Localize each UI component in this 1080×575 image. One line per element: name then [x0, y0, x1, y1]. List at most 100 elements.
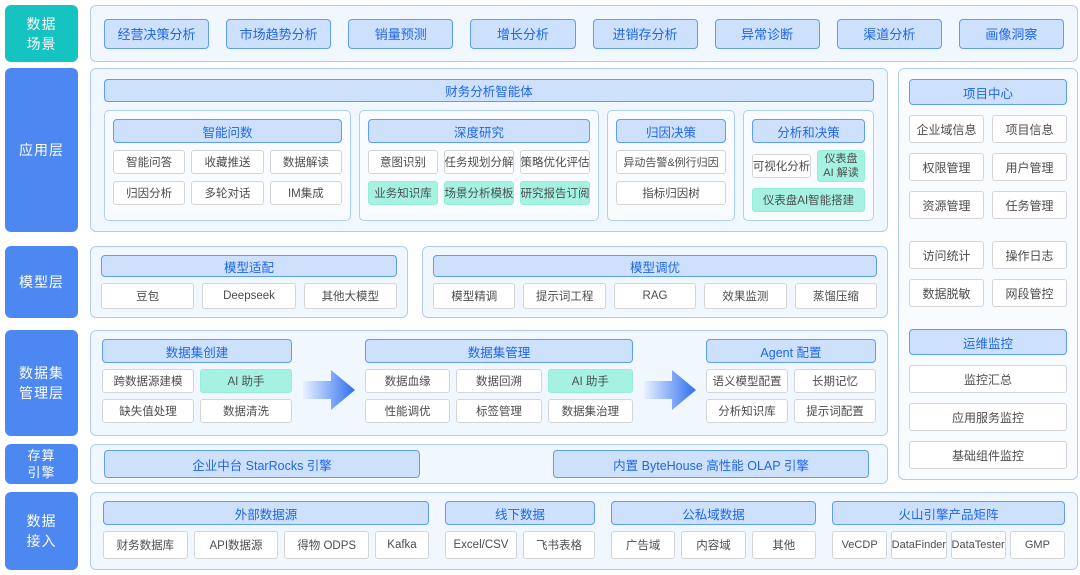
- node-item: IM集成: [269, 181, 342, 205]
- node-item: Excel/CSV: [445, 531, 517, 559]
- node-item-highlight: AI 助手: [200, 369, 292, 393]
- panel-qna: 智能问数 智能问答 收藏推送 数据解读 归因分析 多轮对话 IM集成: [104, 110, 351, 221]
- node-item: 任务规划分解: [444, 150, 514, 174]
- node-item: 收藏推送: [191, 150, 264, 174]
- flow-arrow-icon: [292, 368, 365, 412]
- panel-title: 运维监控: [909, 329, 1067, 355]
- node-item: 监控汇总: [909, 365, 1067, 393]
- group-external-sources: 外部数据源 财务数据库 API数据源 得物 ODPS Kafka: [103, 501, 430, 561]
- node-item: 数据回溯: [456, 369, 542, 393]
- node-item: 数据清洗: [200, 399, 292, 423]
- node-item-highlight: 研究报告订阅: [520, 181, 590, 205]
- flow-arrow-icon: [633, 368, 706, 412]
- node-item: 其他: [751, 531, 816, 559]
- node-item-highlight: 场景分析模板: [444, 181, 514, 205]
- scene-item: 市场趋势分析: [226, 18, 332, 49]
- node-item: 得物 ODPS: [284, 531, 370, 559]
- layer-badge-label: 引擎: [27, 465, 56, 480]
- layer-badge-label: 接入: [26, 533, 57, 549]
- node-item: 基础组件监控: [909, 441, 1067, 469]
- node-item: 任务管理: [992, 191, 1067, 219]
- node-item: 模型精调: [433, 283, 516, 309]
- group-volcano-products: 火山引擎产品矩阵 VeCDP DataFinder DataTester GMP: [832, 501, 1065, 561]
- node-item: 意图识别: [368, 150, 438, 174]
- engine-item: 企业中台 StarRocks 引擎: [104, 450, 420, 478]
- panel-title: 智能问数: [113, 119, 342, 143]
- node-item: 应用服务监控: [909, 403, 1067, 431]
- panel-title: 外部数据源: [103, 501, 429, 525]
- panel-title: 项目中心: [909, 79, 1067, 105]
- node-item: 多轮对话: [191, 181, 264, 205]
- model-adapt-container: 模型适配 豆包 Deepseek 其他大模型: [90, 246, 408, 318]
- panel-title: 模型适配: [101, 255, 397, 277]
- node-item: 豆包: [101, 283, 195, 309]
- node-item: 权限管理: [909, 153, 984, 181]
- panel-title: Agent 配置: [706, 339, 876, 363]
- panel-title: 深度研究: [368, 119, 590, 143]
- layer-badge-label: 应用层: [19, 142, 64, 158]
- layer-badge-app: 应用层: [5, 68, 78, 232]
- node-item: 分析知识库: [706, 399, 788, 423]
- node-item: Kafka: [375, 531, 430, 559]
- scene-row-container: 经营决策分析 市场趋势分析 销量预测 增长分析 进销存分析 异常诊断 渠道分析 …: [90, 5, 1078, 62]
- node-item: 访问统计: [909, 241, 984, 269]
- panel-title: 线下数据: [445, 501, 595, 525]
- node-item: 性能调优: [365, 399, 451, 423]
- node-item: Deepseek: [202, 283, 296, 309]
- node-item: 归因分析: [113, 181, 186, 205]
- node-item: 操作日志: [992, 241, 1067, 269]
- node-item: 指标归因树: [616, 181, 726, 205]
- panel-attribution: 归因决策 异动告警&例行归因 指标归因树: [607, 110, 735, 221]
- dataset-layer-container: 数据集创建 跨数据源建模 AI 助手 缺失值处理 数据清洗 数据集管理 数: [90, 330, 888, 436]
- scene-item: 增长分析: [470, 18, 576, 49]
- panel-title: 归因决策: [616, 119, 726, 143]
- node-item: 数据集治理: [547, 399, 633, 423]
- node-item: 项目信息: [992, 115, 1067, 143]
- layer-badge-label: 数据: [26, 513, 57, 529]
- node-item: 数据脱敏: [909, 279, 984, 307]
- node-item: 智能问答: [113, 150, 186, 174]
- node-item: 其他大模型: [303, 283, 397, 309]
- layer-badge-label: 模型层: [19, 274, 64, 290]
- scene-item: 渠道分析: [836, 18, 942, 49]
- node-item: GMP: [1009, 531, 1065, 559]
- node-item: 提示词工程: [523, 283, 606, 309]
- node-item: 提示词配置: [794, 399, 876, 423]
- engine-layer-container: 企业中台 StarRocks 引擎 内置 ByteHouse 高性能 OLAP …: [90, 444, 888, 484]
- group-offline-data: 线下数据 Excel/CSV 飞书表格: [445, 501, 595, 561]
- scene-item: 销量预测: [348, 18, 454, 49]
- node-item: 数据解读: [269, 150, 342, 174]
- node-item: 蒸馏压缩: [794, 283, 878, 309]
- node-item: DataFinder: [891, 531, 947, 559]
- layer-badge-model: 模型层: [5, 246, 78, 318]
- node-line: AI 解读: [823, 167, 859, 179]
- layer-badge-label: 管理层: [19, 385, 64, 401]
- scene-item: 进销存分析: [592, 18, 698, 49]
- node-item: 标签管理: [456, 399, 542, 423]
- app-layer-container: 财务分析智能体 智能问数 智能问答 收藏推送 数据解读 归因分析 多轮对话 IM…: [90, 68, 888, 232]
- group-dataset-manage: 数据集管理 数据血缘 数据回溯 AI 助手 性能调优 标签管理 数据集治理: [365, 339, 633, 427]
- group-dataset-create: 数据集创建 跨数据源建模 AI 助手 缺失值处理 数据清洗: [102, 339, 292, 427]
- node-line: 仪表盘: [824, 153, 858, 165]
- panel-title: 模型调优: [433, 255, 877, 277]
- layer-badge-label: 数据: [26, 15, 57, 32]
- node-item: 企业域信息: [909, 115, 984, 143]
- ingest-layer-container: 外部数据源 财务数据库 API数据源 得物 ODPS Kafka 线下数据 Ex…: [90, 492, 1078, 570]
- node-item: 可视化分析: [752, 154, 811, 178]
- node-item: 效果监测: [704, 283, 787, 309]
- group-agent-config: Agent 配置 语义模型配置 长期记忆 分析知识库 提示词配置: [706, 339, 876, 427]
- node-item: 数据血缘: [365, 369, 451, 393]
- layer-badge-label: 场景: [26, 35, 57, 52]
- panel-title: 数据集创建: [102, 339, 292, 363]
- node-item: 语义模型配置: [706, 369, 788, 393]
- node-item: 策略优化评估: [520, 150, 590, 174]
- layer-badge-engine: 存算 引擎: [5, 444, 78, 484]
- layer-badge-dataset: 数据集 管理层: [5, 330, 78, 436]
- node-item: 广告域: [611, 531, 676, 559]
- engine-item: 内置 ByteHouse 高性能 OLAP 引擎: [553, 450, 869, 478]
- model-tune-container: 模型调优 模型精调 提示词工程 RAG 效果监测 蒸馏压缩: [422, 246, 888, 318]
- node-item: 跨数据源建模: [102, 369, 194, 393]
- panel-research: 深度研究 意图识别 任务规划分解 策略优化评估 业务知识库 场景分析模板 研究报…: [359, 110, 599, 221]
- node-item: 财务数据库: [103, 531, 188, 559]
